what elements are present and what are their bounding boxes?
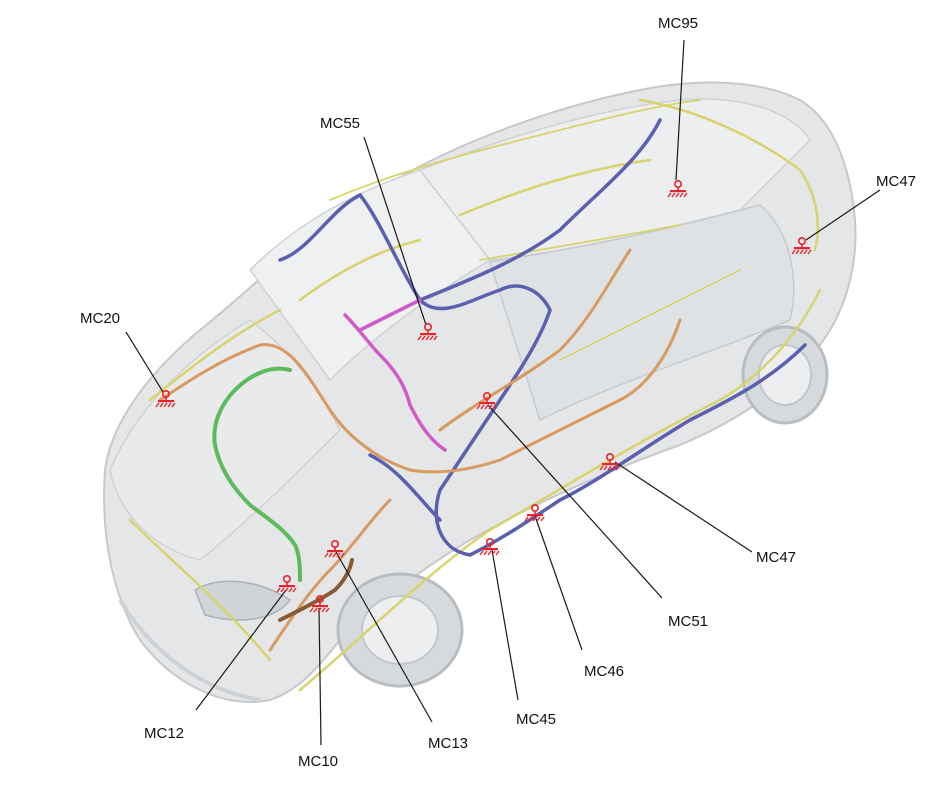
- label-mc47-side: MC47: [756, 549, 796, 566]
- label-mc45: MC45: [516, 711, 556, 728]
- leader-mc47-top: [805, 189, 881, 241]
- label-mc51: MC51: [668, 613, 708, 630]
- label-mc95: MC95: [658, 15, 698, 32]
- label-mc46: MC46: [584, 663, 624, 680]
- harness-green: [212, 366, 302, 582]
- labels: MC95 MC55 MC47 MC20 MC47 MC51 MC46 MC45 …: [80, 15, 916, 770]
- bumper: [118, 598, 261, 702]
- side-windows: [489, 204, 795, 422]
- label-mc13: MC13: [428, 735, 468, 752]
- leader-mc51: [487, 404, 663, 599]
- harness-yellow-roof: [329, 99, 741, 361]
- label-mc47-top: MC47: [876, 173, 916, 190]
- harness-magenta: [343, 298, 447, 452]
- leader-mc95: [675, 39, 685, 181]
- hood: [109, 319, 341, 561]
- headlight: [194, 580, 292, 621]
- front-wheel: [336, 572, 464, 688]
- leader-mc12: [195, 589, 287, 711]
- leader-mc46: [534, 515, 583, 651]
- harness-brown: [278, 558, 354, 622]
- leader-lines: [125, 39, 881, 746]
- label-mc12: MC12: [144, 725, 184, 742]
- leader-mc45: [491, 549, 519, 701]
- leader-mc55: [363, 136, 427, 326]
- leader-mc20: [125, 331, 164, 393]
- label-mc55: MC55: [320, 115, 360, 132]
- leader-mc47-side: [614, 461, 753, 553]
- leader-mc13: [335, 551, 433, 723]
- label-mc20: MC20: [80, 310, 120, 327]
- leader-mc10: [318, 607, 322, 746]
- harness-orange: [158, 248, 682, 652]
- label-mc10: MC10: [298, 753, 338, 770]
- harness-yellow-main: [128, 98, 822, 692]
